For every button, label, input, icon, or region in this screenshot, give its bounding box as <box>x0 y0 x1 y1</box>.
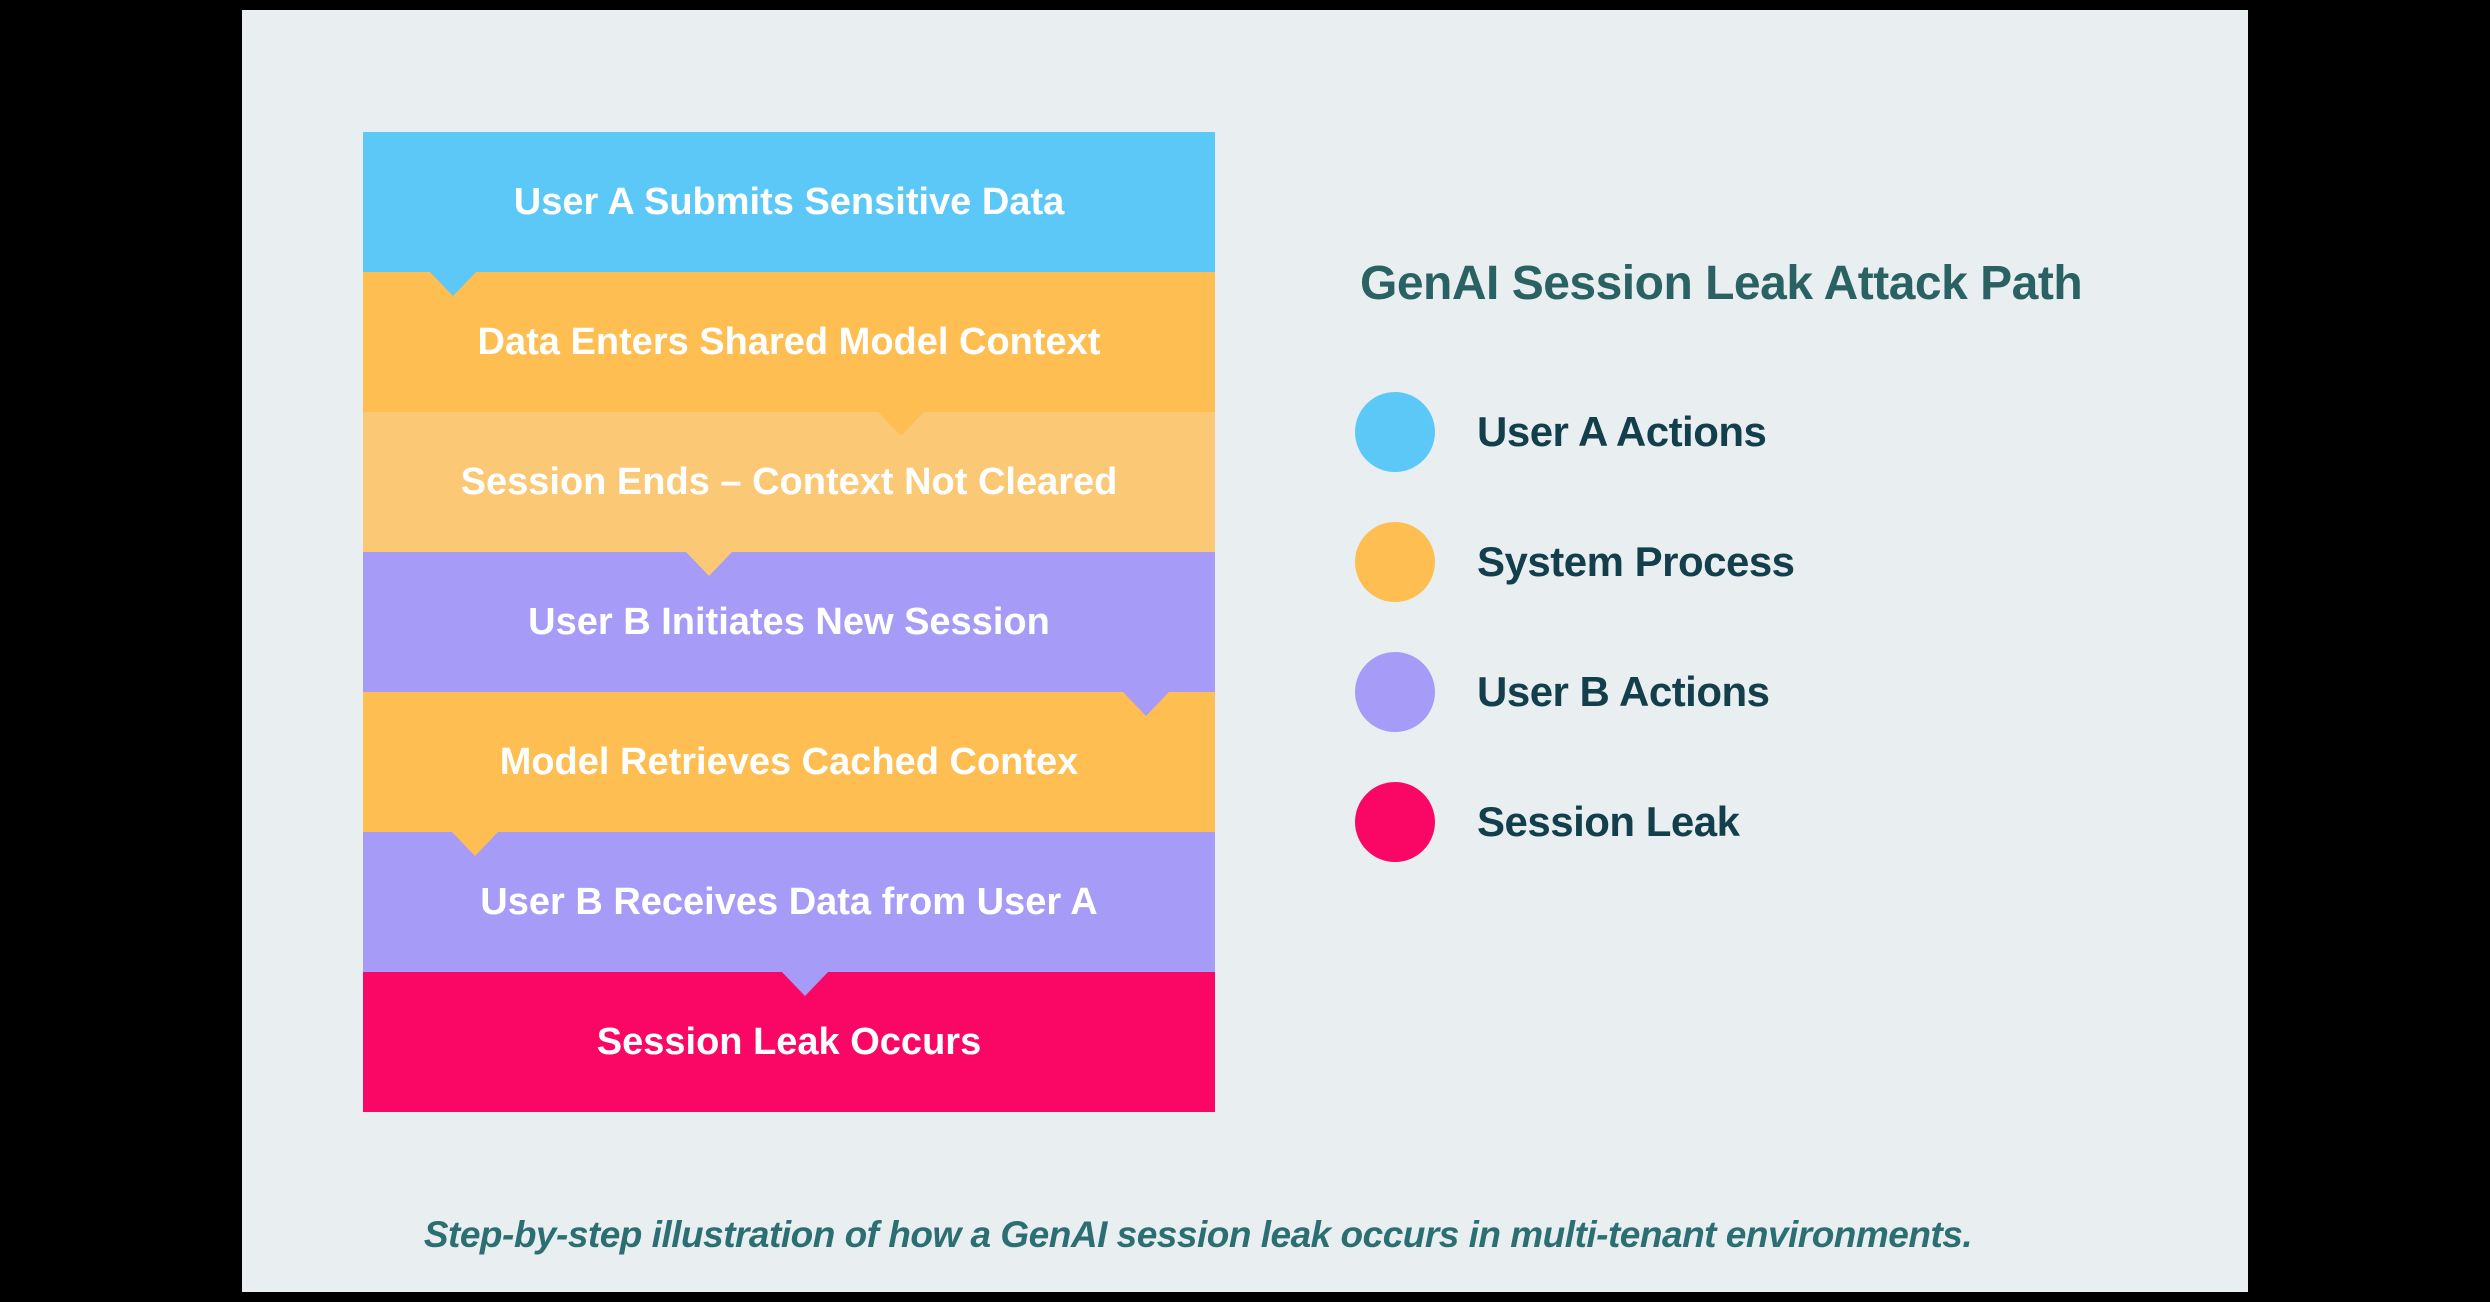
flow-step-label: User B Receives Data from User A <box>480 880 1098 923</box>
legend-label: User A Actions <box>1477 408 1767 455</box>
flow-step-label: User A Submits Sensitive Data <box>513 180 1065 223</box>
legend-dot-purple <box>1355 652 1435 732</box>
flow-step-label: Session Ends – Context Not Cleared <box>460 460 1118 503</box>
flow-step-data-enters-context: Data Enters Shared Model Context <box>363 272 1215 412</box>
arrow-down-icon <box>1123 692 1169 716</box>
arrow-down-icon <box>686 552 732 576</box>
arrow-down-icon <box>452 832 498 856</box>
legend-label: System Process <box>1477 538 1795 585</box>
flow-step-user-a-submits: User A Submits Sensitive Data <box>363 132 1215 272</box>
flow-step-user-b-initiates: User B Initiates New Session <box>363 552 1215 692</box>
legend-item-user-b: User B Actions <box>1355 652 1770 732</box>
legend-dot-orange <box>1355 522 1435 602</box>
legend-label: Session Leak <box>1477 798 1740 845</box>
flow-step-label: User B Initiates New Session <box>528 600 1050 643</box>
legend-item-user-a: User A Actions <box>1355 392 1767 472</box>
legend-item-system-process: System Process <box>1355 522 1795 602</box>
flow-step-session-ends: Session Ends – Context Not Cleared <box>363 412 1215 552</box>
legend-label: User B Actions <box>1477 668 1770 715</box>
arrow-down-icon <box>782 972 828 996</box>
arrow-down-icon <box>878 412 924 436</box>
flow-step-model-retrieves-cache: Model Retrieves Cached Contex <box>363 692 1215 832</box>
flow-step-label: Model Retrieves Cached Contex <box>499 740 1079 783</box>
flow-step-user-b-receives-data: User B Receives Data from User A <box>363 832 1215 972</box>
arrow-down-icon <box>430 272 476 296</box>
caption-text: Step-by-step illustration of how a GenAI… <box>423 1214 1973 1255</box>
flow-step-label: Data Enters Shared Model Context <box>477 320 1101 363</box>
legend-dot-pink <box>1355 782 1435 862</box>
legend-item-session-leak: Session Leak <box>1355 782 1740 862</box>
legend-dot-blue <box>1355 392 1435 472</box>
page-title: GenAI Session Leak Attack Path <box>1360 257 2083 310</box>
flow-step-label: Session Leak Occurs <box>596 1020 982 1063</box>
